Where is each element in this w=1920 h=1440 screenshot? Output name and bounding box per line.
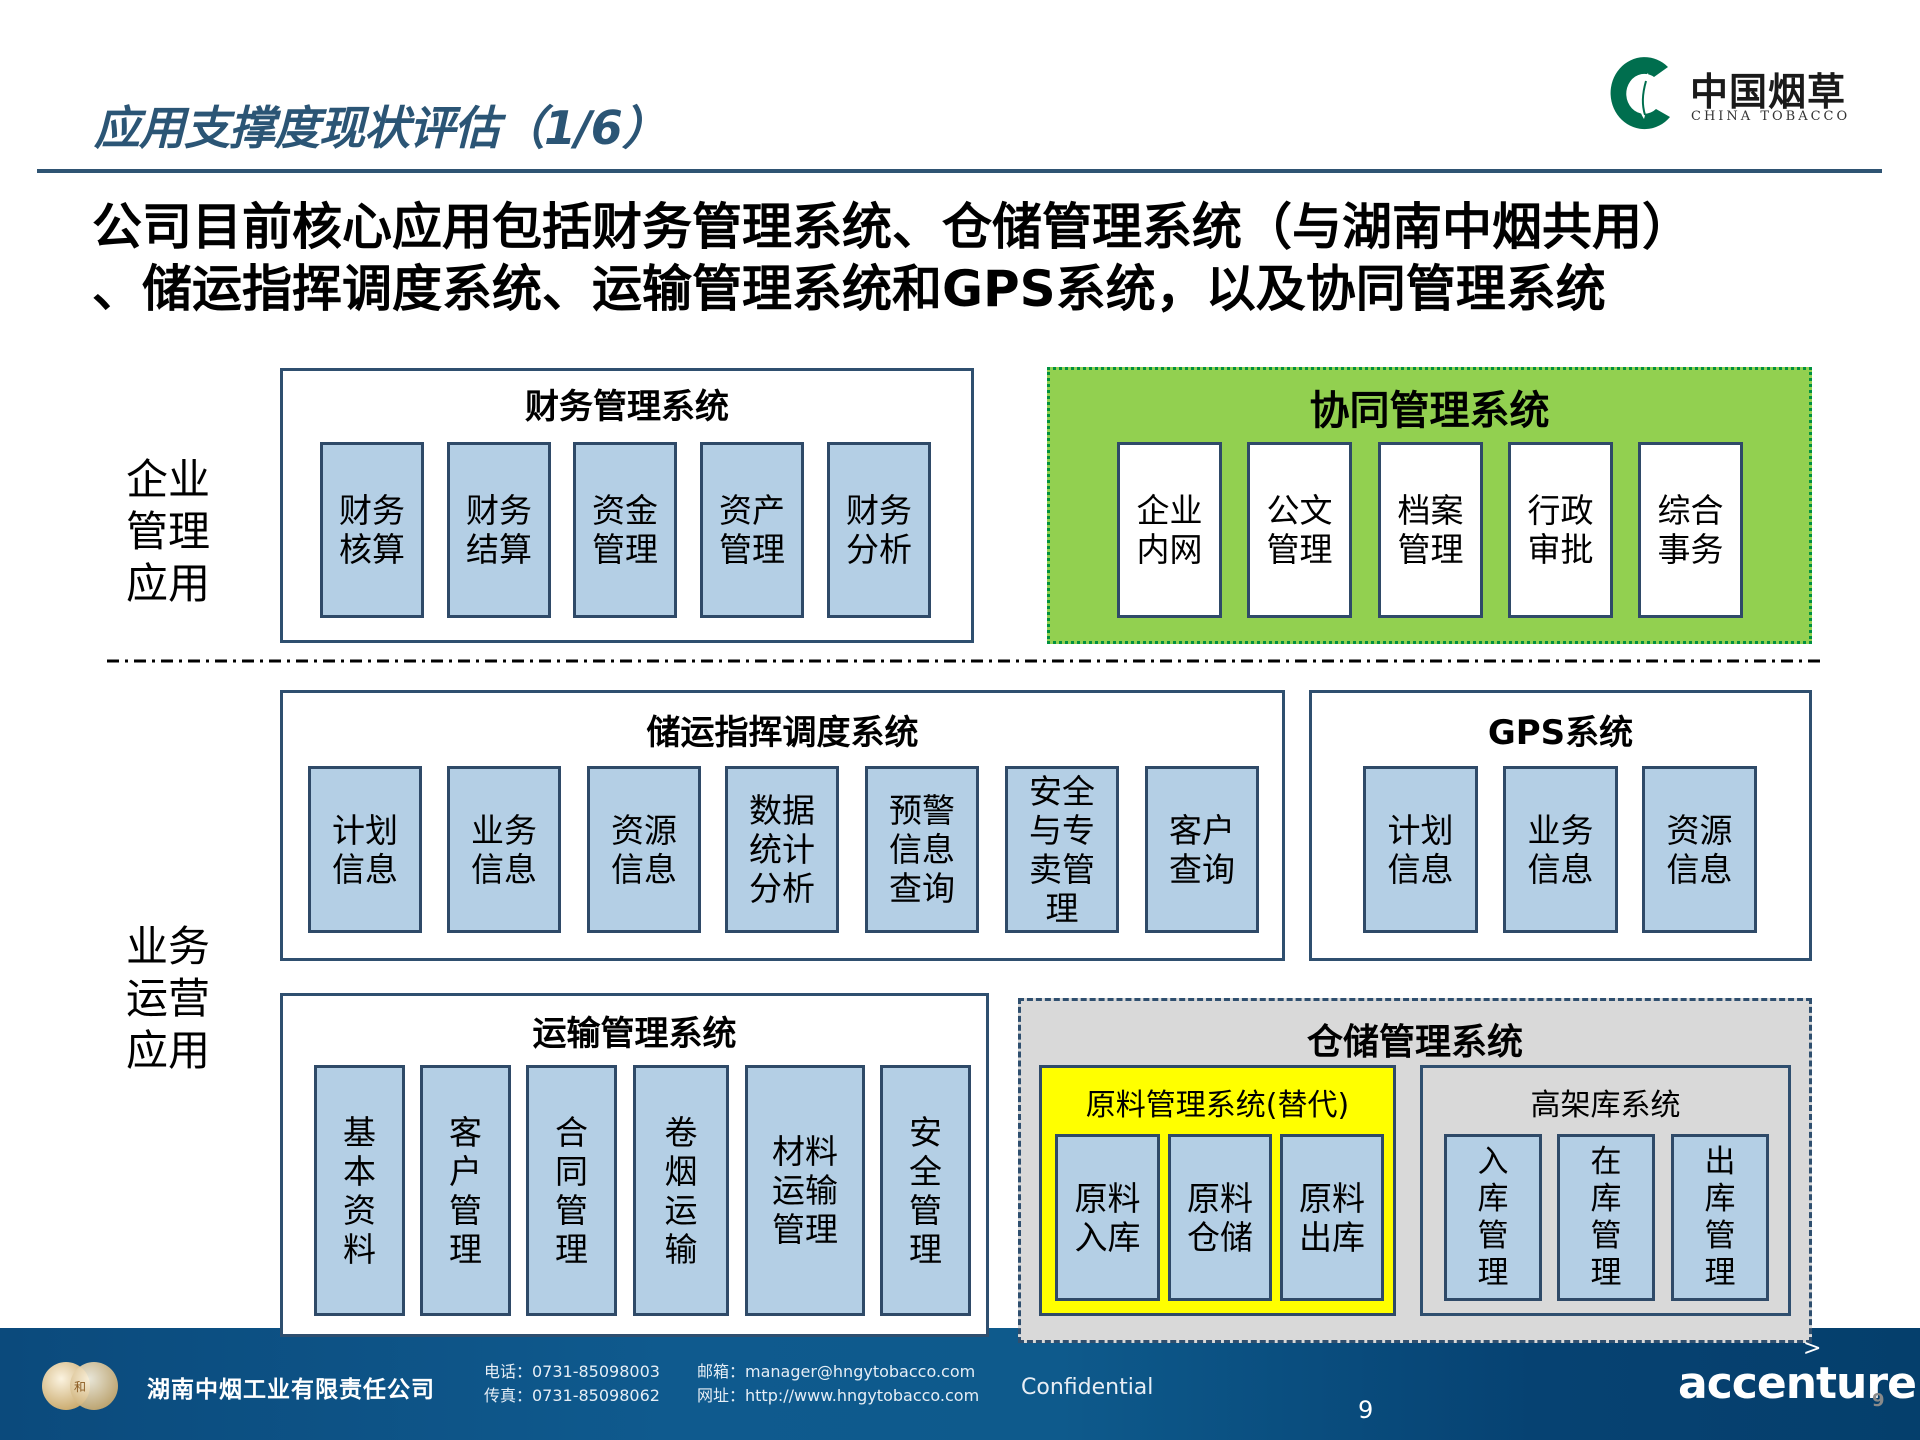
transport-system-title: 运输管理系统: [532, 1014, 737, 1054]
module-safety-monopoly: 安全与专卖管理: [1005, 766, 1119, 933]
page-number-small: 9: [1872, 1390, 1885, 1411]
module-data-statistics: 数据统计分析: [725, 766, 839, 933]
module-resource-info: 资源信息: [587, 766, 701, 933]
company-name: 湖南中烟工业有限责任公司: [147, 1377, 435, 1403]
module-customer-query: 客户查询: [1145, 766, 1259, 933]
china-tobacco-logo: 中国烟草 CHINA TOBACCO: [1608, 55, 1868, 135]
logo-text-en: CHINA TOBACCO: [1691, 109, 1851, 124]
contact-email-web: 邮箱：manager@hngytobacco.com 网址：http://www…: [697, 1360, 979, 1408]
headline-line-1: 公司目前核心应用包括财务管理系统、仓储管理系统（与湖南中烟共用）: [92, 198, 1692, 256]
title-rule: [37, 169, 1882, 173]
module-material-transport: 材料运输管理: [745, 1065, 865, 1316]
headline-line-2: 、储运指挥调度系统、运输管理系统和GPS系统，以及协同管理系统: [92, 260, 1606, 318]
svg-text:和: 和: [74, 1380, 86, 1394]
contact-phone-fax: 电话：0731-85098003 传真：0731-85098062: [484, 1360, 660, 1408]
page-number: 9: [1358, 1396, 1374, 1424]
module-finance-analysis: 财务分析: [827, 442, 931, 618]
module-alert-query: 预警信息查询: [865, 766, 979, 933]
module-gps-plan-info: 计划信息: [1363, 766, 1478, 933]
module-customer-management: 客户管理: [420, 1065, 511, 1316]
module-enterprise-intranet: 企业内网: [1117, 442, 1222, 618]
module-gps-resource-info: 资源信息: [1642, 766, 1757, 933]
fax: 传真：0731-85098062: [484, 1386, 660, 1405]
module-document-management: 公文管理: [1247, 442, 1352, 618]
page-title: 应用支撑度现状评估（1/6）: [94, 101, 668, 155]
confidential-label: Confidential: [1021, 1375, 1154, 1400]
gps-system-title: GPS系统: [1487, 713, 1634, 753]
module-archive-management: 档案管理: [1378, 442, 1483, 618]
module-finance-settlement: 财务结算: [447, 442, 551, 618]
module-outbound-management: 出库管理: [1671, 1134, 1769, 1301]
logo-text-cn: 中国烟草: [1690, 70, 1847, 114]
module-raw-outbound: 原料出库: [1280, 1134, 1384, 1301]
module-in-stock-management: 在库管理: [1557, 1134, 1655, 1301]
footer: [0, 1328, 1920, 1440]
module-safety-management: 安全管理: [880, 1065, 971, 1316]
module-inbound-management: 入库管理: [1444, 1134, 1542, 1301]
module-contract-management: 合同管理: [526, 1065, 617, 1316]
dispatch-system-title: 储运指挥调度系统: [646, 713, 919, 753]
label-enterprise-management: 企业 管理 应用: [126, 455, 211, 608]
high-bay-system-title: 高架库系统: [1530, 1088, 1681, 1123]
module-general-affairs: 综合事务: [1638, 442, 1743, 618]
module-gps-business-info: 业务信息: [1503, 766, 1618, 933]
section-divider: [107, 659, 1824, 663]
collaboration-system-title: 协同管理系统: [1309, 388, 1550, 434]
website-link[interactable]: 网址：http://www.hngytobacco.com: [697, 1386, 980, 1405]
raw-material-system-title: 原料管理系统(替代): [1085, 1088, 1350, 1123]
accenture-logo: accenture: [1678, 1358, 1917, 1409]
module-raw-storage: 原料仓储: [1168, 1134, 1272, 1301]
china-tobacco-leaf-icon: [1610, 57, 1670, 130]
module-admin-approval: 行政审批: [1508, 442, 1613, 618]
accenture-mark-icon: >: [1803, 1336, 1822, 1361]
module-raw-inbound: 原料入库: [1055, 1134, 1160, 1301]
company-emblem-icon: 和: [42, 1362, 118, 1410]
module-finance-accounting: 财务核算: [320, 442, 424, 618]
phone: 电话：0731-85098003: [484, 1362, 660, 1381]
module-basic-data: 基本资料: [314, 1065, 405, 1316]
module-cigarette-transport: 卷烟运输: [633, 1065, 729, 1316]
module-fund-management: 资金管理: [573, 442, 677, 618]
module-plan-info: 计划信息: [308, 766, 422, 933]
headline: 公司目前核心应用包括财务管理系统、仓储管理系统（与湖南中烟共用） 、储运指挥调度…: [92, 196, 1892, 320]
email-link[interactable]: 邮箱：manager@hngytobacco.com: [697, 1362, 976, 1381]
module-asset-management: 资产管理: [700, 442, 804, 618]
finance-system-title: 财务管理系统: [525, 387, 729, 427]
warehouse-system-title: 仓储管理系统: [1306, 1022, 1523, 1063]
label-business-operations: 业务 运营 应用: [126, 922, 211, 1075]
module-business-info: 业务信息: [447, 766, 561, 933]
